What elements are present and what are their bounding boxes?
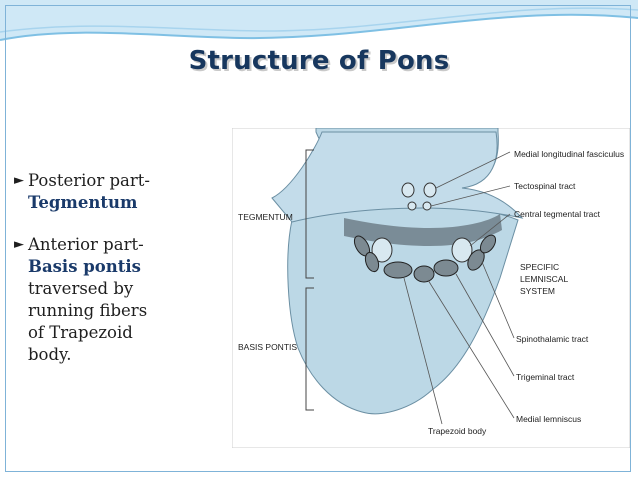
bullet-text-line: body. [28,344,147,366]
mlf-right-oval [424,183,436,197]
tecto-left-oval [408,202,416,210]
tecto-right-oval [423,202,431,210]
bullet-anterior: ► Anterior part- Basis pontis traversed … [14,234,214,366]
bullet-list: ► Posterior part- Tegmentum ► Anterior p… [14,170,214,386]
label-medial-lemniscus: Medial lemniscus [516,414,581,424]
bullet-text-line: running fibers [28,300,147,322]
label-lemniscal: LEMNISCAL [520,274,568,284]
bullet-posterior: ► Posterior part- Tegmentum [14,170,214,214]
label-mlf: Medial longitudinal fasciculus [514,149,624,159]
label-spinothalamic: Spinothalamic tract [516,334,589,344]
bullet-arrow-icon: ► [14,170,26,192]
bullet-emphasis: Tegmentum [28,192,150,214]
label-tegmentum: TEGMENTUM [238,212,293,222]
label-tectospinal: Tectospinal tract [514,181,576,191]
bullet-text-line: of Trapezoid [28,322,147,344]
label-trigeminal: Trigeminal tract [516,372,575,382]
bullet-arrow-icon: ► [14,234,26,256]
label-trapezoid-body: Trapezoid body [428,426,487,436]
label-specific: SPECIFIC [520,262,559,272]
bullet-emphasis: Basis pontis [28,256,147,278]
label-basis-pontis: BASIS PONTIS [238,342,297,352]
label-central-tegmental: Central tegmental tract [514,209,601,219]
mlf-left-oval [402,183,414,197]
bullet-label: Anterior part- [28,234,147,256]
slide-title: Structure of Pons [0,46,638,76]
bullet-label: Posterior part- [28,170,150,192]
bullet-text-line: traversed by [28,278,147,300]
label-system: SYSTEM [520,286,555,296]
pons-diagram: TEGMENTUM BASIS PONTIS Medial longitudin… [232,128,630,448]
